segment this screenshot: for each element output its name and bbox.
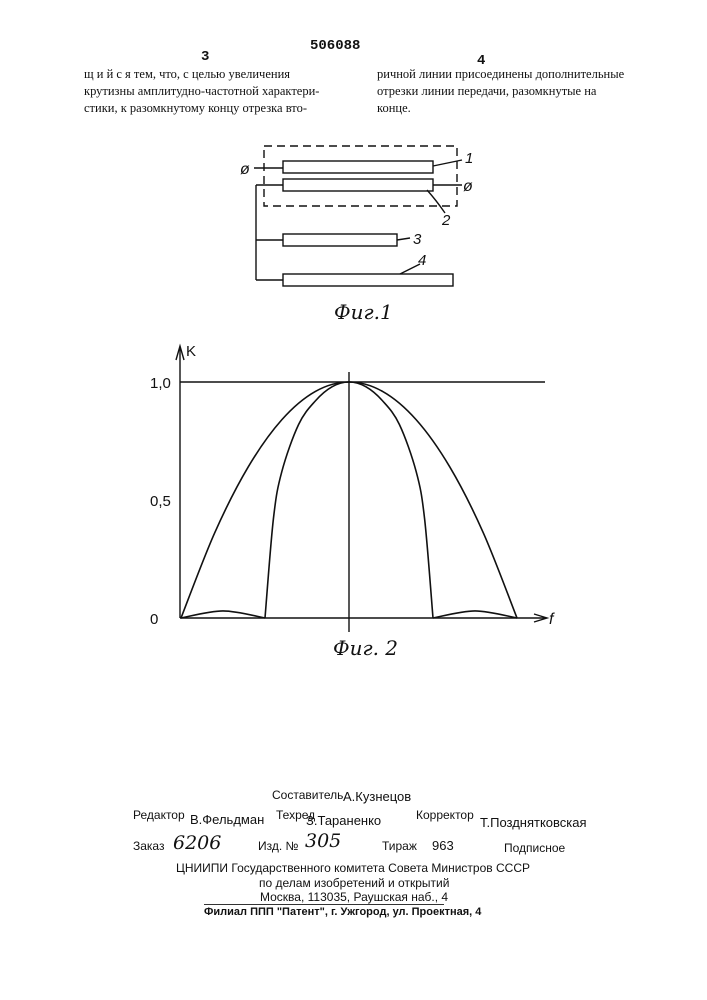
- tirazh-label: Тираж: [382, 839, 417, 853]
- y-tick-label: 1,0: [150, 375, 171, 392]
- corrector-name: Т.Позднятковская: [480, 815, 587, 830]
- izd-number: 305: [305, 830, 341, 852]
- izd-label: Изд. №: [258, 839, 298, 853]
- y-axis-label: K: [186, 343, 196, 360]
- branch-line: Филиал ППП "Патент", г. Ужгород, ул. Про…: [204, 906, 481, 918]
- order-number: 6206: [173, 832, 221, 854]
- order-label: Заказ: [133, 839, 164, 853]
- y-tick-label: 0,5: [150, 493, 171, 510]
- x-axis-label: f: [549, 611, 555, 628]
- tirazh-value: 963: [432, 838, 454, 853]
- editor-label: Редактор: [133, 808, 185, 822]
- composer-label: Составитель: [272, 788, 343, 802]
- y-tick-label: 0: [150, 611, 158, 628]
- curve-series-4: [433, 611, 517, 618]
- org-line-1: ЦНИИПИ Государственного комитета Совета …: [176, 861, 530, 875]
- org-line-3: Москва, 113035, Раушская наб., 4: [260, 890, 448, 904]
- editor-name: В.Фельдман: [190, 812, 264, 827]
- composer-name: А.Кузнецов: [343, 789, 411, 804]
- figure-2-chart: 0 0,5 1,0 Kf: [0, 0, 707, 680]
- corrector-label: Корректор: [416, 808, 474, 822]
- figure-2-caption: Фиг. 2: [333, 636, 398, 660]
- org-line-2: по делам изобретений и открытий: [259, 876, 449, 890]
- techred-name: З.Тараненко: [306, 813, 381, 828]
- footer-divider: [204, 904, 444, 905]
- curve-series-3: [181, 611, 265, 618]
- podpisnoe-label: Подписное: [504, 841, 565, 855]
